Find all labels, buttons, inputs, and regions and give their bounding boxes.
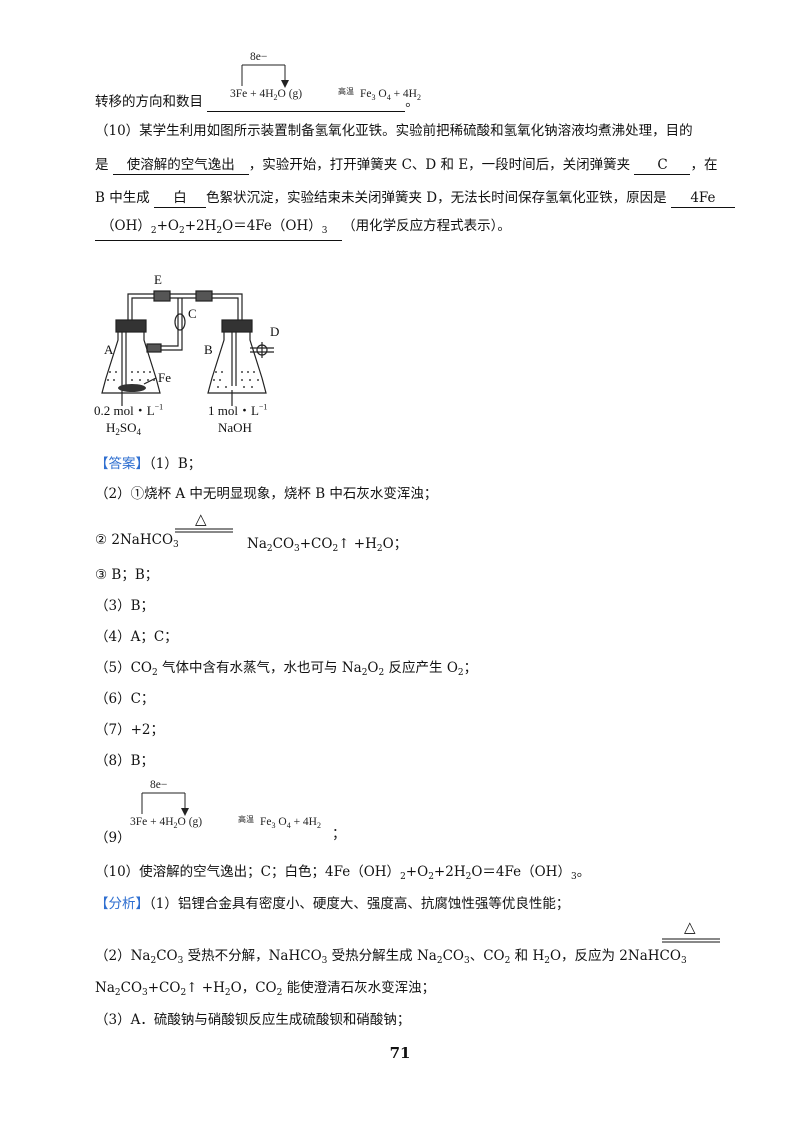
answer-line-3: （3）B； (95, 598, 155, 614)
q9-prompt-line: 转移的方向和数目 。 (95, 92, 419, 112)
q10-blank-2: C (634, 156, 691, 175)
q10-blank-4a: 4Fe (670, 189, 735, 208)
answer-line-2-3: ③ B；B； (95, 567, 159, 583)
reaction-condition-answer: 高温 (238, 815, 254, 824)
answer-line-7: （7）+2； (95, 722, 164, 738)
q10-line3: B 中生成 白色絮状沉淀，实验结束未关闭弹簧夹 D，无法长时间保存氢氧化亚铁，原… (95, 188, 735, 208)
page-number: 71 (389, 1044, 411, 1062)
electron-transfer-equation-top: 8e− 3Fe + 4H2O (g) 高温 Fe3 O4 + 4H2 (230, 51, 450, 112)
answer-line-2: （2）①烧杯 A 中无明显现象，烧杯 B 中石灰水变浑浊； (95, 486, 438, 502)
answer-equation-2: △ ② 2NaHCO3 Na2CO3+CO2↑ +H2O； (95, 510, 515, 554)
answer-eq-left: ② 2NaHCO3 (95, 532, 179, 550)
q10-blank-4b: （OH）2+O2+2H2O＝4Fe（OH）3 (95, 217, 343, 241)
apparatus-figure: E C D A B Fe 0.2 mol・L−1 H2SO4 1 mol・L−1… (92, 268, 292, 443)
analysis-line-4: （3）A．硫酸钠与硝酸钡反应生成硫酸钡和硝酸钠； (95, 1012, 411, 1028)
label-conc-b: 1 mol・L−1 (208, 402, 268, 418)
answer-eq-right: Na2CO3+CO2↑ +H2O； (247, 536, 408, 554)
answer-line-8: （8）B； (95, 753, 155, 769)
analysis-line-1: 【分析】（1）铝锂合金具有密度小、硬度大、强度高、抗腐蚀性强等优良性能； (95, 896, 570, 912)
label-fe: Fe (158, 370, 171, 385)
equation-reactants-answer: 3Fe + 4H2O (g) (130, 816, 203, 830)
analysis-tag: 【分析】 (95, 896, 149, 912)
label-conc-a: 0.2 mol・L−1 (94, 402, 164, 418)
q9-end: 。 (405, 94, 419, 110)
electron-transfer-arrow-answer (141, 792, 189, 816)
electron-count: 8e− (250, 51, 268, 63)
electron-transfer-equation-answer: 8e− 3Fe + 4H2O (g) 高温 Fe3 O4 + 4H2 (130, 779, 350, 840)
label-e: E (154, 272, 162, 287)
answer-line-4: （4）A；C； (95, 629, 178, 645)
q10-blank-1: 使溶解的空气逸出 (112, 156, 249, 175)
q10-line4: （OH）2+O2+2H2O＝4Fe（OH）3 （用化学反应方程式表示）。 (95, 216, 511, 241)
apparatus-drawing (101, 290, 274, 406)
answer-line-9: （9） (95, 830, 131, 846)
q9-prompt-text: 转移的方向和数目 (95, 94, 203, 110)
answer-line-6: （6）C； (95, 691, 155, 707)
answer-line-1: 【答案】（1）B； (95, 456, 202, 472)
label-a: A (104, 342, 114, 357)
equation-products-answer: Fe3 O4 + 4H2 (260, 816, 321, 830)
analysis-line-2: （2）Na2CO3 受热不分解，NaHCO3 受热分解生成 Na2CO3、CO2… (95, 948, 687, 966)
equation-reactants: 3Fe + 4H2O (g) (230, 88, 303, 102)
label-b: B (204, 342, 213, 357)
label-d: D (270, 324, 280, 339)
q10-blank-3: 白 (154, 189, 207, 208)
answer-eq-bar (175, 528, 233, 533)
reaction-condition: 高温 (338, 87, 354, 96)
label-c: C (188, 306, 197, 321)
analysis-line-3: Na2CO3+CO2↑ +H2O，CO2 能使澄清石灰水变浑浊； (95, 980, 436, 998)
answer-9-suffix: ； (332, 826, 346, 842)
answer-line-5: （5）CO2 气体中含有水蒸气，水也可与 Na2O2 反应产生 O2； (95, 660, 478, 678)
answer-line-10: （10）使溶解的空气逸出；C；白色；4Fe（OH）2+O2+2H2O＝4Fe（O… (95, 864, 591, 882)
label-solution-b: NaOH (218, 420, 252, 435)
equation-products: Fe3 O4 + 4H2 (360, 88, 421, 102)
electron-transfer-arrow (241, 64, 289, 88)
label-solution-a: H2SO4 (106, 420, 142, 437)
q10-line1: （10）某学生利用如图所示装置制备氢氧化亚铁。实验前把稀硫酸和氢氧化钠溶液均煮沸… (95, 123, 693, 139)
answer-tag: 【答案】 (95, 456, 149, 472)
electron-count-answer: 8e− (150, 779, 168, 791)
answer-eq-cond: △ (195, 510, 207, 528)
q10-line2: 是 使溶解的空气逸出，实验开始，打开弹簧夹 C、D 和 E，一段时间后，关闭弹簧… (95, 156, 718, 175)
analysis-cond: △ (662, 918, 720, 943)
q9-blank (207, 93, 406, 112)
